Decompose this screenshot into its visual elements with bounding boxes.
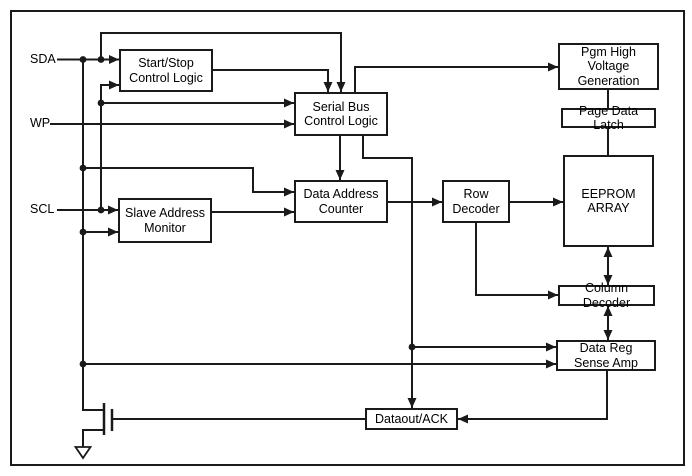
block-label: Data Reg Sense Amp bbox=[574, 341, 638, 370]
block-start-stop-control-logic: Start/Stop Control Logic bbox=[119, 49, 213, 92]
wire-serialbus-to-pgmhv bbox=[354, 62, 558, 92]
block-data-reg-sense-amp: Data Reg Sense Amp bbox=[556, 340, 656, 371]
block-label: Data Address Counter bbox=[303, 187, 379, 216]
junction-dot bbox=[97, 56, 105, 63]
block-slave-address-monitor: Slave Address Monitor bbox=[118, 198, 212, 243]
block-label: Dataout/ACK bbox=[375, 411, 448, 426]
wire-datareg-to-dataout bbox=[458, 371, 608, 424]
block-label: Page Data Latch bbox=[578, 103, 639, 133]
wire-serialbus-to-dataout bbox=[362, 136, 417, 408]
wire-startstop-to-serialbus bbox=[213, 69, 333, 92]
block-row-decoder: Row Decoder bbox=[442, 180, 510, 223]
block-label: Slave Address Monitor bbox=[125, 206, 205, 235]
junction-dot bbox=[408, 343, 416, 351]
wire-sda-bus-to-transistor bbox=[82, 59, 104, 411]
junction-dot bbox=[79, 164, 87, 172]
junction-dot bbox=[79, 360, 87, 368]
block-label: Row Decoder bbox=[452, 187, 500, 216]
transistor-source-wire bbox=[82, 429, 104, 447]
junction-dot bbox=[79, 56, 87, 63]
junction-dot bbox=[79, 228, 87, 236]
pin-label-sda: SDA bbox=[30, 52, 56, 67]
wire-sda-to-dac bbox=[83, 167, 294, 197]
block-label: Pgm High Voltage Generation bbox=[577, 44, 640, 88]
junction-dots bbox=[79, 56, 416, 368]
block-label: Column Decoder bbox=[582, 281, 631, 310]
block-dataout-ack: Dataout/ACK bbox=[365, 408, 458, 430]
block-label: Serial Bus Control Logic bbox=[304, 99, 378, 129]
junction-dot bbox=[97, 206, 105, 214]
junction-dot bbox=[97, 99, 105, 107]
pin-label-scl: SCL bbox=[30, 202, 55, 217]
block-pgm-high-voltage-generation: Pgm High Voltage Generation bbox=[558, 43, 659, 90]
nmos-transistor-icon bbox=[82, 403, 114, 447]
block-column-decoder: Column Decoder bbox=[558, 281, 655, 310]
block-data-address-counter: Data Address Counter bbox=[294, 180, 388, 223]
block-label: EEPROM ARRAY bbox=[581, 186, 636, 216]
diagram-border bbox=[10, 10, 685, 466]
ground-icon bbox=[73, 446, 93, 460]
pin-label-wp: WP bbox=[30, 116, 51, 131]
block-page-data-latch: Page Data Latch bbox=[561, 104, 656, 132]
wire-sda-top-to-serialbus bbox=[100, 32, 346, 92]
block-eeprom-array: EEPROM ARRAY bbox=[563, 155, 654, 247]
block-serial-bus-control-logic: Serial Bus Control Logic bbox=[294, 92, 388, 136]
wire-rowdecoder-to-coldecoder bbox=[475, 223, 558, 300]
block-label: Start/Stop Control Logic bbox=[129, 56, 203, 85]
